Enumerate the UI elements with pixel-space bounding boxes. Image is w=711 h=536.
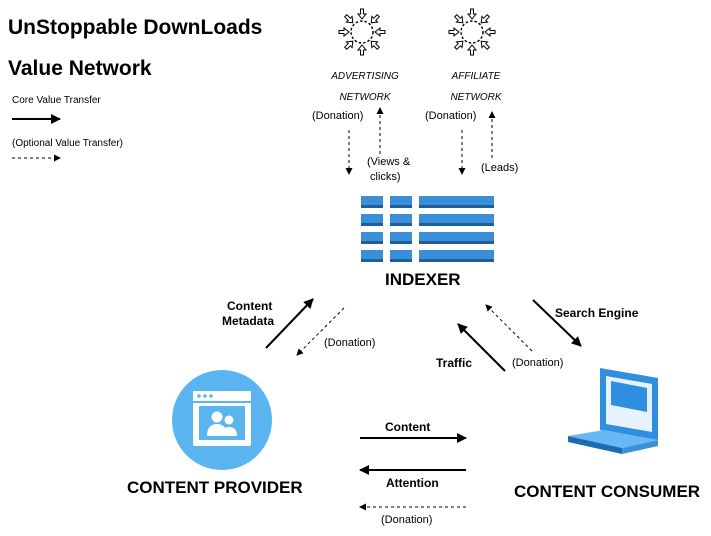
affiliate-label-line1: AFFILIATE: [451, 71, 501, 82]
content-label: Content: [385, 420, 431, 434]
content-provider-icon: [172, 370, 272, 470]
affiliate-donation-label: (Donation): [425, 110, 477, 122]
bottom-donation-label: (Donation): [381, 514, 433, 526]
search-engine-label: Search Engine: [555, 306, 639, 320]
advertising-label-line1: ADVERTISING: [331, 71, 399, 82]
content-consumer-icon: [568, 368, 658, 454]
advertising-views-label-line1: (Views &: [367, 156, 411, 168]
content-metadata-arrow: [265, 298, 314, 349]
search-engine-arrow: [532, 299, 582, 347]
advertising-donation-label: (Donation): [312, 110, 364, 122]
content-metadata-label-line1: Content: [227, 299, 273, 313]
legend-optional-label: (Optional Value Transfer): [12, 138, 123, 149]
advertising-label-line2: NETWORK: [339, 92, 391, 103]
diagram-title-line2: Value Network: [8, 57, 152, 80]
consumer-donation-arrow: [485, 304, 533, 352]
indexer-table-icon: [361, 196, 494, 262]
advertising-views-label-line2: clicks): [370, 171, 401, 183]
indexer-label: INDEXER: [385, 270, 461, 289]
attention-label: Attention: [386, 476, 439, 490]
advertising-network-label: ADVERTISING NETWORK: [310, 66, 420, 108]
content-consumer-label: CONTENT CONSUMER: [514, 482, 701, 501]
provider-donation-arrow: [296, 307, 345, 356]
content-metadata-label-line2: Metadata: [222, 314, 275, 328]
diagram-title-line1: UnStoppable DownLoads: [8, 16, 263, 39]
affiliate-network-label: AFFILIATE NETWORK: [421, 66, 531, 108]
affiliate-leads-label: (Leads): [481, 162, 519, 174]
consumer-donation-label: (Donation): [512, 357, 564, 369]
traffic-label: Traffic: [436, 356, 473, 370]
traffic-arrow: [457, 323, 506, 372]
affiliate-label-line2: NETWORK: [450, 92, 502, 103]
content-provider-label: CONTENT PROVIDER: [127, 478, 303, 497]
advertising-network-icon: [338, 8, 386, 56]
affiliate-network-icon: [448, 8, 496, 56]
legend-core-label: Core Value Transfer: [12, 95, 101, 106]
provider-donation-label: (Donation): [324, 337, 376, 349]
